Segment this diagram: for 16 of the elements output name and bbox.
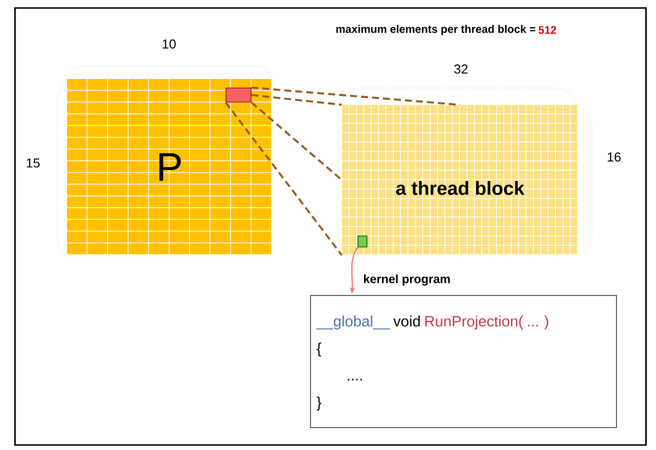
grid-panel: a thread block — [342, 105, 578, 254]
node-label: a thread block — [396, 181, 524, 195]
code-box: __global__ void RunProjection( ... ) { .... } — [310, 295, 617, 428]
dashed-line — [250, 102, 342, 181]
dimension-label: 32 — [454, 64, 468, 74]
dashed-line — [224, 102, 343, 256]
dimension-label: 10 — [162, 39, 176, 49]
cell-highlight — [358, 236, 368, 248]
edge-label: kernel program — [362, 273, 452, 287]
dimension-label: 15 — [26, 158, 40, 168]
dimension-label: 16 — [608, 152, 621, 162]
note-text: 512 — [538, 26, 556, 34]
note-text: maximum elements per thread block = — [336, 24, 536, 36]
dashed-line — [251, 94, 342, 106]
dashed-line — [251, 86, 460, 106]
cell-highlight — [226, 88, 252, 102]
